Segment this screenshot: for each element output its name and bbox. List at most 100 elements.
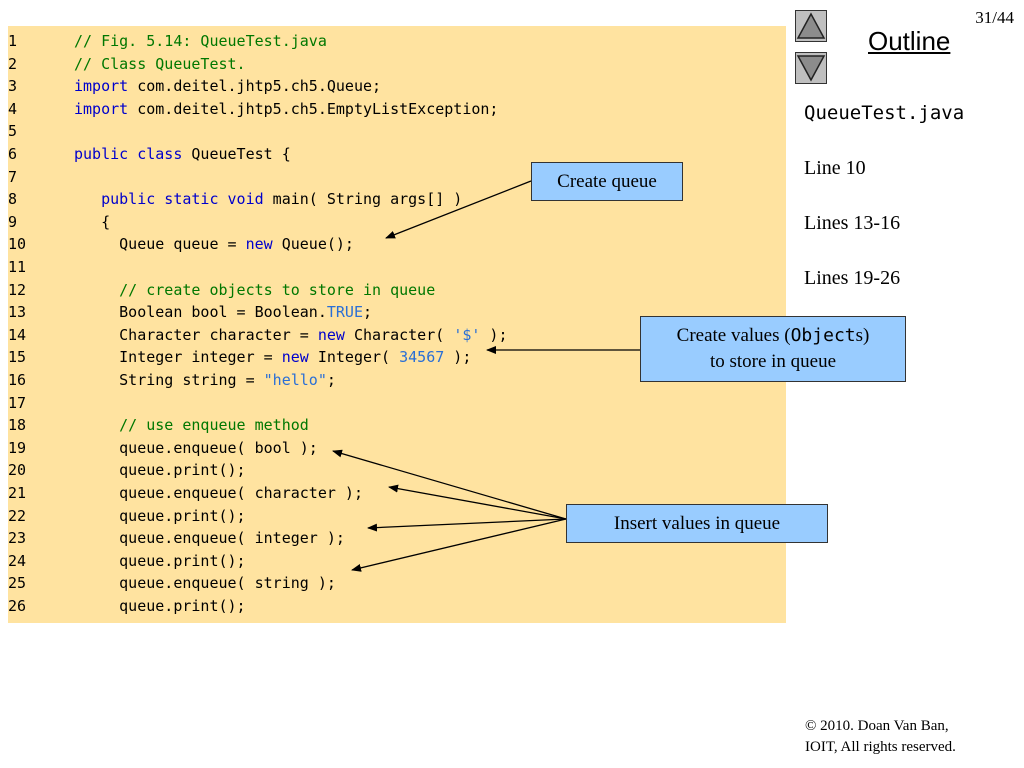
outline-title[interactable]: Outline [868, 26, 951, 56]
line-number: 4 [8, 99, 18, 118]
code-text: Queue queue = new Queue(); [74, 233, 354, 255]
code-token: ); [480, 325, 508, 344]
line-number: 2 [8, 54, 18, 73]
sidebar-item-lines-13-16: Lines 13-16 [804, 212, 901, 234]
code-token: // Fig. 5.14: QueueTest.java [74, 32, 327, 50]
sidebar-file-name: QueueTest.java [804, 102, 965, 124]
code-token: queue.enqueue( integer ); [74, 529, 345, 548]
code-token: // Class QueueTest. [74, 54, 246, 73]
code-text: public static void main( String args[] ) [74, 188, 462, 210]
line-number: 19 [8, 438, 27, 457]
line-number: 22 [8, 506, 27, 525]
code-token: queue.print(); [74, 551, 246, 570]
code-text: queue.print(); [74, 505, 245, 527]
code-token: queue.print(); [74, 597, 246, 615]
code-token: new [245, 235, 273, 254]
code-token: 34567 [399, 348, 445, 367]
code-token: ; [363, 303, 373, 322]
line-number: 26 [8, 597, 27, 615]
copyright-footer: © 2010. Doan Van Ban, IOIT, All rights r… [805, 716, 956, 758]
code-token: com.deitel.jhtp5.ch5.Queue; [128, 77, 382, 96]
arrow-create-queue [385, 180, 532, 239]
sidebar-item-line-10: Line 10 [804, 157, 866, 179]
sidebar-item-lines-19-26: Lines 19-26 [804, 267, 901, 289]
line-number: 13 [8, 303, 27, 322]
footer-line-2: IOIT, All rights reserved. [805, 739, 956, 755]
line-number: 20 [8, 461, 27, 480]
line-number: 5 [8, 122, 18, 141]
code-text: // Class QueueTest. [74, 53, 246, 75]
previous-slide-button[interactable] [795, 10, 827, 42]
code-token: // create objects to store in queue [74, 280, 436, 299]
arrow-insert-integer [367, 518, 567, 532]
callout-create-values-pre: Create values ( [676, 325, 791, 346]
code-token: import [74, 77, 129, 96]
footer-line-1: © 2010. Doan Van Ban, [805, 718, 949, 734]
line-number: 14 [8, 325, 27, 344]
arrow-insert-string [351, 518, 567, 572]
code-text: queue.print(); [74, 459, 246, 481]
callout-create-queue: Create queue [531, 162, 683, 201]
callout-object-keyword: Object [790, 325, 856, 346]
code-text: queue.enqueue( string ); [74, 572, 336, 594]
line-number: 21 [8, 484, 27, 502]
line-number: 25 [8, 574, 27, 593]
code-token: queue.enqueue( character ); [74, 484, 363, 502]
line-number: 11 [8, 258, 27, 276]
code-text: queue.print(); [74, 595, 246, 617]
code-token: queue.print(); [74, 461, 246, 480]
code-token: new [317, 325, 345, 344]
line-number: 16 [8, 371, 27, 389]
arrow-insert-character [388, 484, 567, 520]
down-triangle-icon [796, 55, 826, 82]
code-text: Character character = new Character( '$'… [74, 324, 508, 346]
code-text: import com.deitel.jhtp5.ch5.Queue; [74, 75, 381, 97]
code-token: public static void [101, 190, 264, 209]
code-token: Character character = [74, 325, 318, 344]
code-token: Integer integer = [74, 348, 282, 367]
code-text: queue.print(); [74, 550, 246, 572]
next-slide-button[interactable] [795, 52, 827, 84]
code-token: main( String args[] ) [263, 190, 463, 209]
code-text: import com.deitel.jhtp5.ch5.EmptyListExc… [74, 98, 498, 120]
code-token: public class [74, 145, 183, 163]
code-token: TRUE [326, 303, 363, 322]
code-text: queue.enqueue( integer ); [74, 527, 345, 549]
arrow-insert-bool [332, 449, 567, 520]
line-number: 7 [8, 167, 18, 186]
code-text: // use enqueue method [74, 414, 309, 436]
line-number: 18 [8, 416, 27, 435]
code-text: String string = "hello"; [74, 369, 336, 391]
code-token: com.deitel.jhtp5.ch5.EmptyListException; [128, 99, 499, 118]
callout-create-values-post: s) [855, 325, 870, 346]
code-token: queue.enqueue( string ); [74, 574, 336, 593]
code-text: { [74, 211, 110, 233]
line-number: 23 [8, 529, 27, 548]
callout-create-values: Create values (Objects) to store in queu… [640, 316, 906, 382]
line-number: 6 [8, 145, 18, 163]
up-triangle-icon [796, 12, 826, 39]
line-number: 9 [8, 212, 18, 231]
code-text: // Fig. 5.14: QueueTest.java [74, 30, 327, 52]
code-text: public class QueueTest { [74, 143, 291, 165]
code-text: // create objects to store in queue [74, 279, 435, 301]
code-token: QueueTest { [182, 145, 291, 163]
code-token: ); [444, 348, 472, 367]
line-number: 10 [8, 235, 27, 254]
line-number: 8 [8, 190, 18, 209]
code-token: Queue(); [272, 235, 354, 254]
page-number: 31/44 [975, 8, 1014, 27]
code-token: "hello" [263, 371, 327, 389]
code-token: ; [326, 371, 336, 389]
line-number: 12 [8, 280, 27, 299]
code-text: Integer integer = new Integer( 34567 ); [74, 346, 471, 368]
code-token: Boolean bool = Boolean. [74, 303, 327, 322]
code-token: import [74, 99, 129, 118]
code-text: queue.enqueue( character ); [74, 482, 363, 504]
line-number: 15 [8, 348, 27, 367]
line-number: 24 [8, 551, 27, 570]
code-text: Boolean bool = Boolean.TRUE; [74, 301, 372, 323]
code-token: { [74, 212, 111, 231]
code-token: Queue queue = [74, 235, 246, 254]
